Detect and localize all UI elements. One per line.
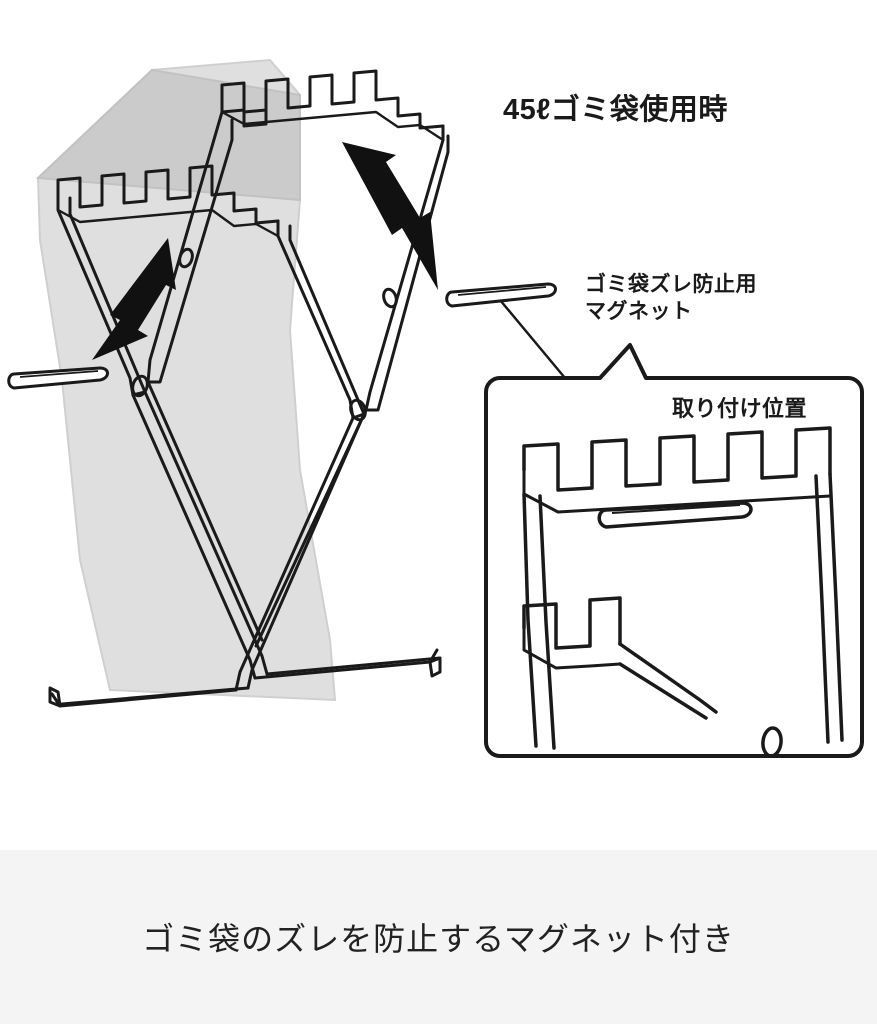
inset-callout-box [484, 343, 864, 758]
inset-title-label: 取り付け位置 [672, 396, 808, 421]
callout-leader-line [499, 299, 566, 379]
trash-bag-stand-drawing [7, 58, 864, 758]
magnet-part-right [445, 282, 557, 308]
pointer-arrow-right [342, 142, 438, 290]
illustration-area: 45ℓゴミ袋使用時 ゴミ袋ズレ防止用 マグネット 取り付け位置 [7, 58, 864, 758]
pointer-arrow-left [92, 238, 176, 360]
caption-text: ゴミ袋のズレを防止するマグネット付き [142, 921, 735, 957]
magnet-part [7, 366, 109, 390]
caption-bar: ゴミ袋のズレを防止するマグネット付き [0, 850, 877, 1024]
diagram-title: 45ℓゴミ袋使用時 [503, 94, 728, 126]
stand-frame [48, 69, 450, 708]
magnet-part-label: ゴミ袋ズレ防止用 マグネット [585, 273, 757, 323]
